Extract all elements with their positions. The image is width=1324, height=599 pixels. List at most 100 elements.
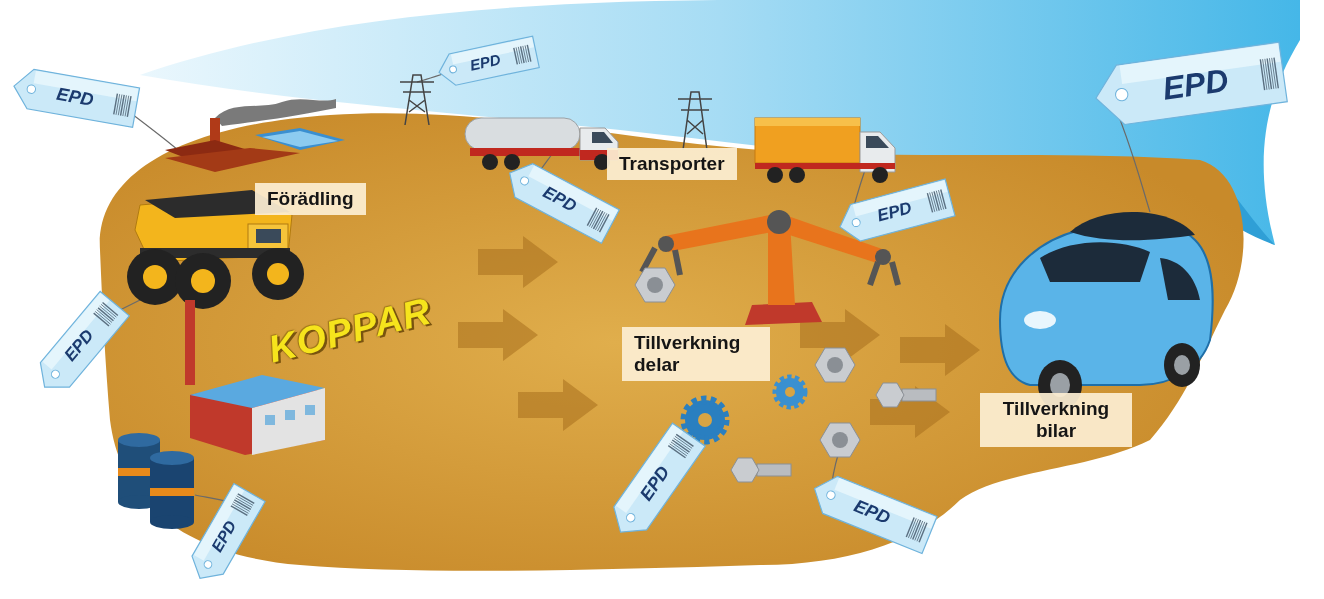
barcode-bar	[914, 521, 922, 540]
stage-label: Förädling	[255, 183, 366, 215]
barcode-bar	[1274, 58, 1278, 89]
barcode-bar	[122, 95, 126, 116]
stage-label: Tillverkning delar	[622, 327, 770, 381]
epd-tag: EPD	[436, 35, 541, 89]
tag-outline	[807, 470, 937, 554]
tanker-truck	[465, 118, 618, 170]
barcode-bar	[927, 193, 932, 212]
barcode-bar	[676, 434, 693, 446]
tag-highlight	[33, 71, 138, 101]
barcode-bar	[912, 520, 920, 539]
tag-highlight	[834, 478, 935, 529]
barcode-bar	[231, 506, 247, 515]
tag-highlight	[616, 425, 683, 513]
tag-highlight	[528, 166, 618, 221]
stage-name: Förädling	[267, 188, 354, 210]
epd-tag: EPD	[806, 469, 938, 555]
box-truck	[755, 118, 895, 183]
barcode-bar	[120, 95, 124, 116]
barcode-bar	[591, 210, 600, 228]
epd-tag: EPD	[29, 290, 130, 400]
barcode-bar	[938, 190, 943, 209]
tag-highlight	[1120, 43, 1281, 84]
epd-tag: EPD	[10, 65, 140, 128]
stage-name: Tillverkning delar	[634, 332, 758, 376]
barcode-bar	[116, 94, 120, 115]
tag-shape	[1092, 41, 1289, 129]
barcode-bar	[668, 446, 685, 458]
tag-outline	[10, 66, 139, 127]
barcode-bar	[525, 45, 529, 62]
barcode-bar	[238, 494, 254, 504]
barcode-bar	[101, 304, 116, 317]
tag-hole	[203, 559, 213, 569]
barcode-bar	[521, 46, 525, 63]
barcode-bar	[518, 47, 522, 64]
refinery	[165, 99, 345, 172]
barcode-bar	[514, 48, 518, 65]
tag-strings	[100, 70, 1150, 505]
tag-shape	[10, 65, 140, 128]
tag-hole	[519, 175, 530, 186]
tag-outline	[30, 291, 129, 399]
barcode-bar	[919, 523, 927, 542]
tag-shape	[603, 422, 706, 544]
tag-text: EPD	[456, 40, 515, 84]
barcode-bar	[234, 500, 250, 510]
barcode-bar	[908, 518, 916, 537]
factory	[185, 300, 325, 455]
stage-label: Tillverkning bilar	[980, 393, 1132, 447]
barcode-bar	[672, 440, 689, 452]
tag-outline	[1092, 42, 1288, 128]
tag-outline	[436, 36, 539, 88]
barcode-bar	[103, 303, 118, 316]
barcode-bar	[1272, 58, 1276, 89]
ground	[100, 113, 1244, 571]
barcode-bar	[1269, 58, 1273, 89]
barcode-bar	[595, 212, 604, 230]
tag-shape	[436, 35, 541, 89]
barcode-bar	[100, 306, 115, 319]
stage-label: Transporter	[607, 148, 737, 180]
barcode-bar	[516, 47, 520, 64]
barcode-bar	[1260, 59, 1264, 90]
barcode-bar	[125, 96, 129, 117]
barcode-bar	[118, 95, 122, 116]
parts	[685, 348, 936, 482]
barcode-bar	[113, 94, 117, 115]
tag-highlight	[194, 485, 244, 561]
barrels	[118, 433, 194, 529]
tag-shape	[29, 290, 130, 400]
tag-shape	[834, 178, 955, 246]
stage-name: Transporter	[619, 153, 725, 175]
barcode-bar	[95, 311, 110, 324]
tag-text: EPD	[618, 443, 692, 523]
tag-highlight	[42, 293, 109, 370]
tag-hole	[825, 490, 836, 501]
epd-tag: EPD	[184, 482, 267, 588]
material-label: KOPPAR	[264, 289, 435, 371]
tag-text: EPD	[195, 505, 254, 568]
barcode-bar	[98, 308, 113, 321]
tag-outline	[184, 484, 265, 588]
epd-tag: EPD	[834, 178, 955, 246]
epd-tag: EPD	[1092, 41, 1289, 129]
tag-hole	[625, 512, 637, 524]
barcode-bar	[527, 45, 531, 62]
tag-shape	[806, 469, 938, 555]
robot-arm	[635, 210, 898, 325]
tag-text: EPD	[830, 479, 914, 546]
barcode-bar	[1267, 59, 1271, 90]
barcode-bar	[674, 438, 691, 450]
barcode-bar	[587, 208, 596, 226]
tag-text: EPD	[45, 310, 114, 382]
barcode-bar	[940, 190, 945, 209]
barcode-bar	[916, 522, 924, 541]
tag-hole	[1115, 88, 1129, 102]
tag-outline	[604, 423, 705, 543]
tag-text: EPD	[35, 70, 115, 124]
tag-hole	[50, 369, 61, 380]
barcode-bar	[94, 313, 109, 326]
barcode-bar	[233, 502, 249, 512]
